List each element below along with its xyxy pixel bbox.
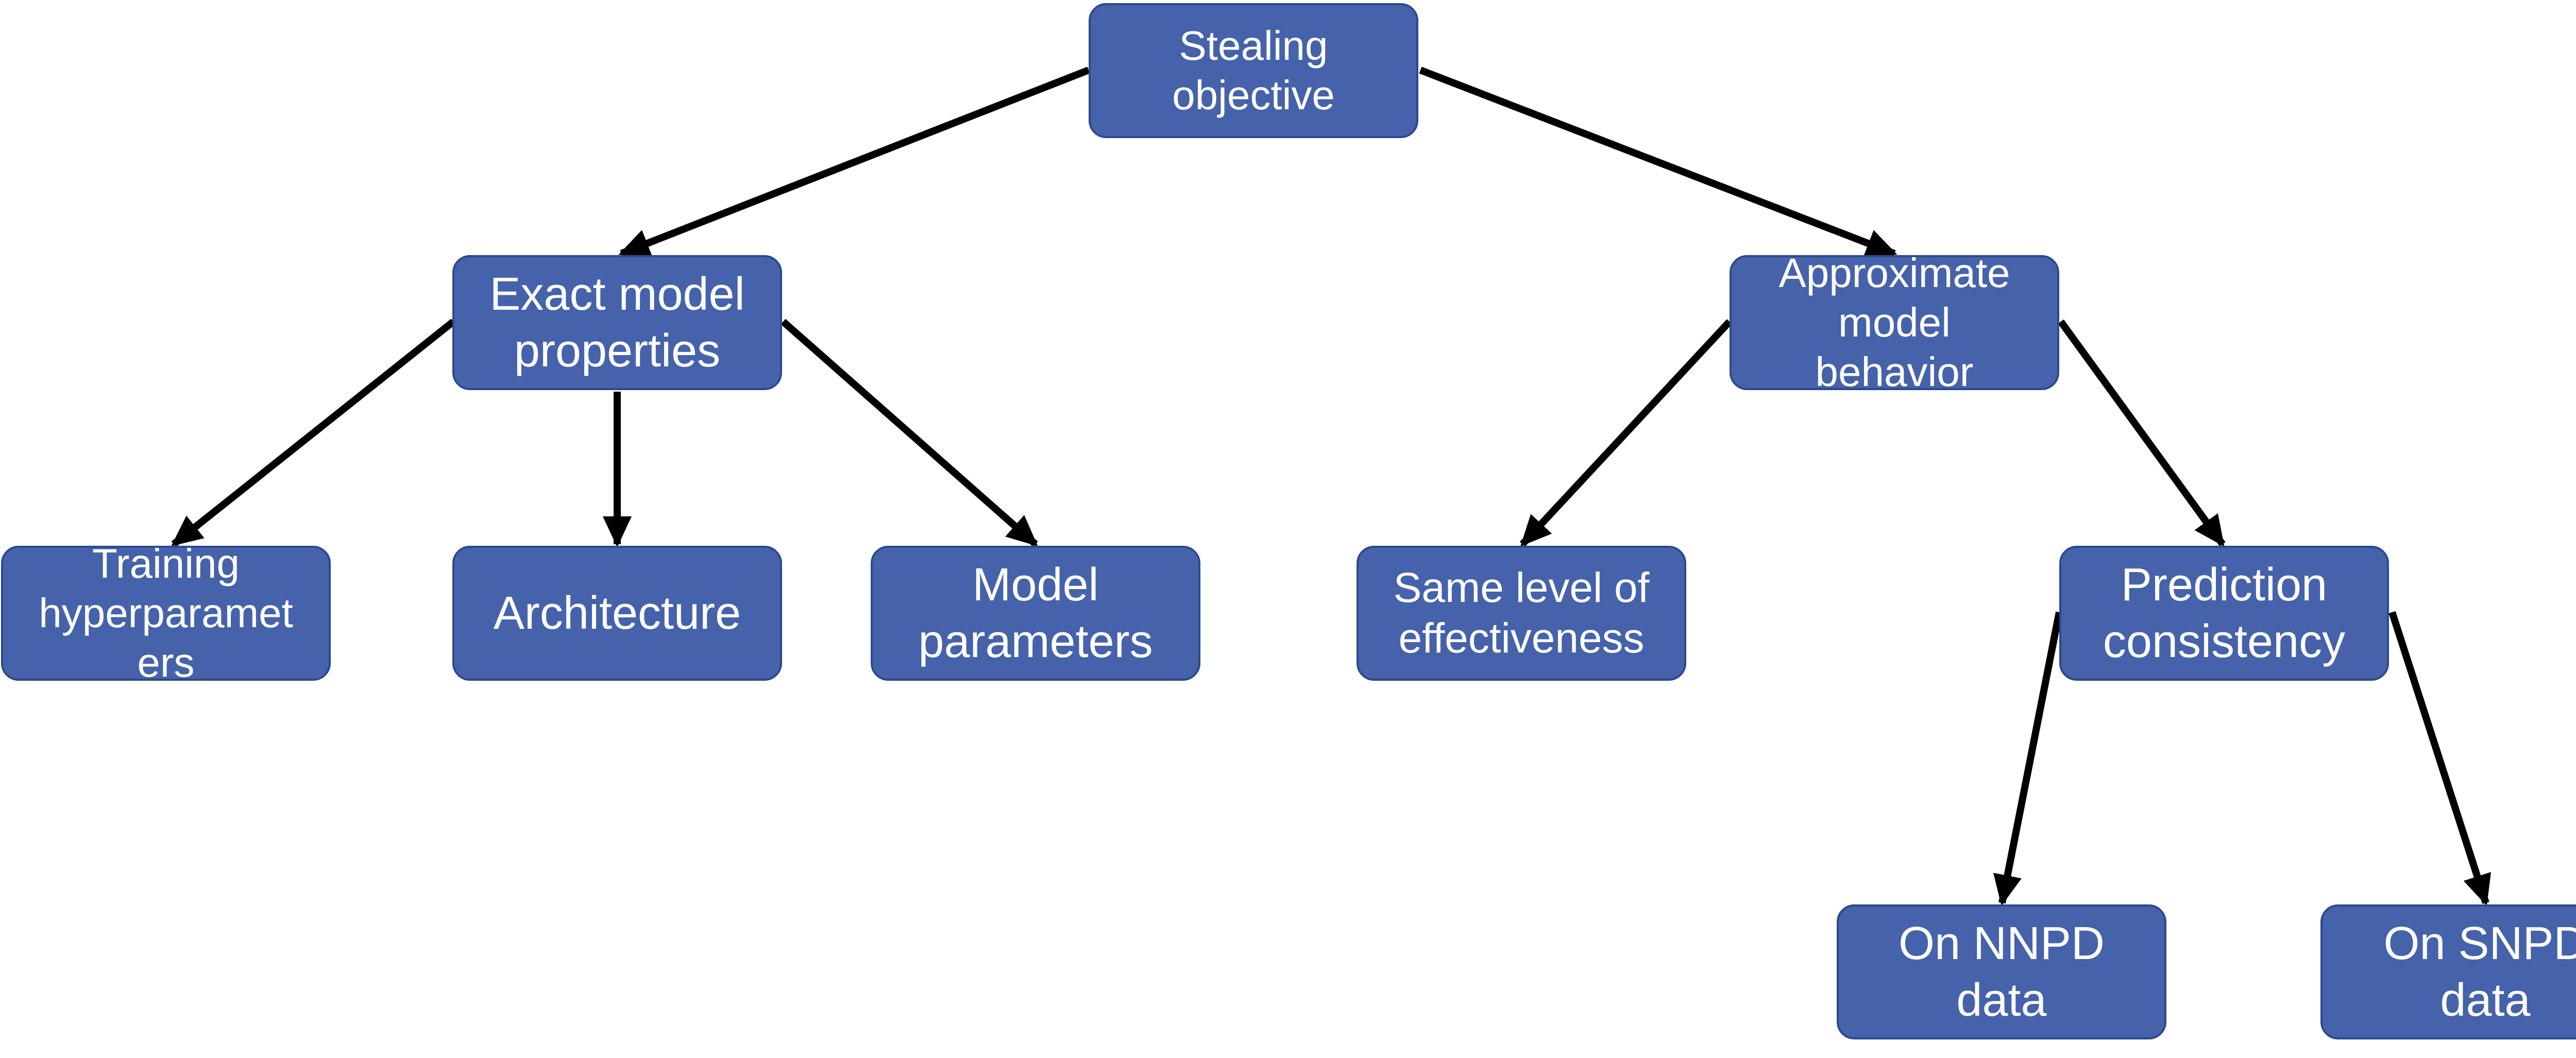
node-stealing-objective: Stealing objective [1089, 3, 1418, 138]
node-training-hyperparameters: Training hyperparamet ers [1, 546, 331, 681]
edge-root-to-approx [1419, 66, 1897, 257]
node-prediction-consistency: Prediction consistency [2059, 546, 2389, 681]
node-architecture: Architecture [452, 546, 782, 681]
node-label: Prediction consistency [2103, 559, 2346, 667]
node-on-nnpd-data: On NNPD data [1837, 904, 2166, 1039]
node-same-level-of-effectiveness: Same level of effectiveness [1357, 546, 1686, 681]
edge-exact-to-training [171, 318, 456, 547]
edge-approx-to-prediction [2058, 319, 2226, 547]
node-label: Stealing objective [1172, 23, 1335, 118]
node-approximate-model-behavior: Approximate model behavior [1730, 255, 2059, 390]
node-model-parameters: Model parameters [871, 546, 1200, 681]
node-label: On NNPD data [1898, 918, 2105, 1026]
edge-root-to-exact [618, 66, 1090, 257]
node-label: Approximate model behavior [1778, 255, 2010, 390]
node-label: Exact model properties [489, 268, 745, 377]
edge-prediction-to-nnpd [1993, 611, 2063, 906]
node-label: Same level of effectiveness [1393, 564, 1650, 662]
node-label: Training hyperparamet ers [39, 546, 293, 681]
node-exact-model-properties: Exact model properties [452, 255, 782, 390]
edge-exact-to-model-params [781, 318, 1038, 547]
edge-approx-to-same-level [1519, 319, 1733, 547]
node-on-snpd-data: On SNPD data [2320, 904, 2576, 1039]
node-label: Architecture [493, 587, 741, 639]
edge-prediction-to-snpd [2388, 611, 2492, 906]
node-label: On SNPD data [2383, 918, 2576, 1026]
node-label: Model parameters [918, 559, 1153, 667]
